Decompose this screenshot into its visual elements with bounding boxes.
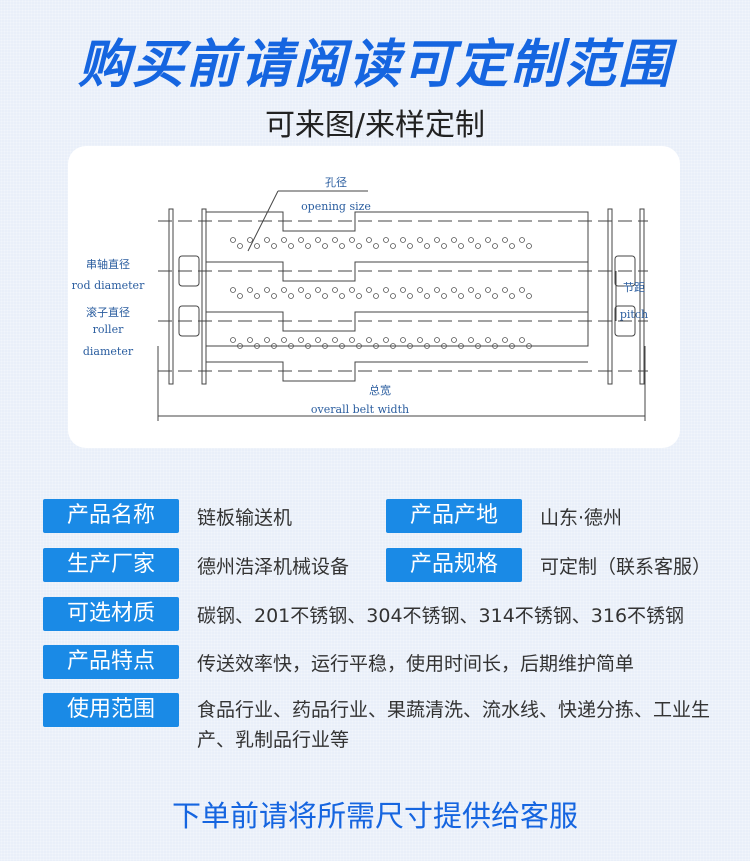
spec-label: 产品产地 — [386, 499, 522, 533]
spec-product-name: 产品名称 链板输送机 — [43, 499, 292, 533]
spec-label: 使用范围 — [43, 693, 179, 727]
spec-label: 生产厂家 — [43, 548, 179, 582]
svg-text:滚子直径: 滚子直径 — [86, 305, 130, 319]
spec-label: 可选材质 — [43, 597, 179, 631]
spec-usage: 使用范围 食品行业、药品行业、果蔬清洗、流水线、快递分拣、工业生产、乳制品行业等 — [43, 693, 737, 755]
spec-value: 碳钢、201不锈钢、304不锈钢、314不锈钢、316不锈钢 — [197, 604, 685, 627]
spec-value: 传送效率快，运行平稳，使用时间长，后期维护简单 — [197, 652, 635, 675]
spec-label: 产品名称 — [43, 499, 179, 533]
spec-features: 产品特点 传送效率快，运行平稳，使用时间长，后期维护简单 — [43, 645, 634, 679]
page-subtitle: 可来图/来样定制 — [264, 108, 486, 143]
footer-note: 下单前请将所需尺寸提供给客服 — [171, 799, 578, 833]
spec-value: 山东·德州 — [540, 506, 623, 529]
spec-value: 食品行业、药品行业、果蔬清洗、流水线、快递分拣、工业生产、乳制品行业等 — [197, 699, 711, 751]
spec-materials: 可选材质 碳钢、201不锈钢、304不锈钢、314不锈钢、316不锈钢 — [43, 597, 684, 631]
svg-text:孔径: 孔径 — [325, 176, 347, 189]
spec-specification: 产品规格 可定制（联系客服） — [386, 548, 711, 582]
svg-text:diameter: diameter — [83, 345, 134, 358]
svg-text:节距: 节距 — [623, 281, 645, 294]
svg-text:总宽: 总宽 — [369, 383, 391, 397]
svg-text:opening size: opening size — [301, 200, 371, 213]
spec-manufacturer: 生产厂家 德州浩泽机械设备 — [43, 548, 349, 582]
chain-plate-diagram: 孔径 opening size 串轴直径 rod diameter 滚子直径 r… — [68, 146, 680, 448]
chain-plate-drawing: 孔径 opening size 串轴直径 rod diameter 滚子直径 r… — [72, 176, 648, 421]
svg-text:overall belt width: overall belt width — [311, 403, 409, 416]
spec-value: 链板输送机 — [197, 506, 293, 529]
spec-origin: 产品产地 山东·德州 — [386, 499, 622, 533]
svg-text:串轴直径: 串轴直径 — [86, 257, 130, 271]
svg-text:pitch: pitch — [620, 308, 648, 321]
spec-value: 德州浩泽机械设备 — [197, 555, 350, 578]
svg-text:rod diameter: rod diameter — [72, 279, 145, 292]
page-title: 购买前请阅读可定制范围 — [77, 35, 672, 95]
svg-text:roller: roller — [93, 323, 124, 336]
spec-value: 可定制（联系客服） — [540, 555, 712, 578]
spec-label: 产品特点 — [43, 645, 179, 679]
spec-label: 产品规格 — [386, 548, 522, 582]
